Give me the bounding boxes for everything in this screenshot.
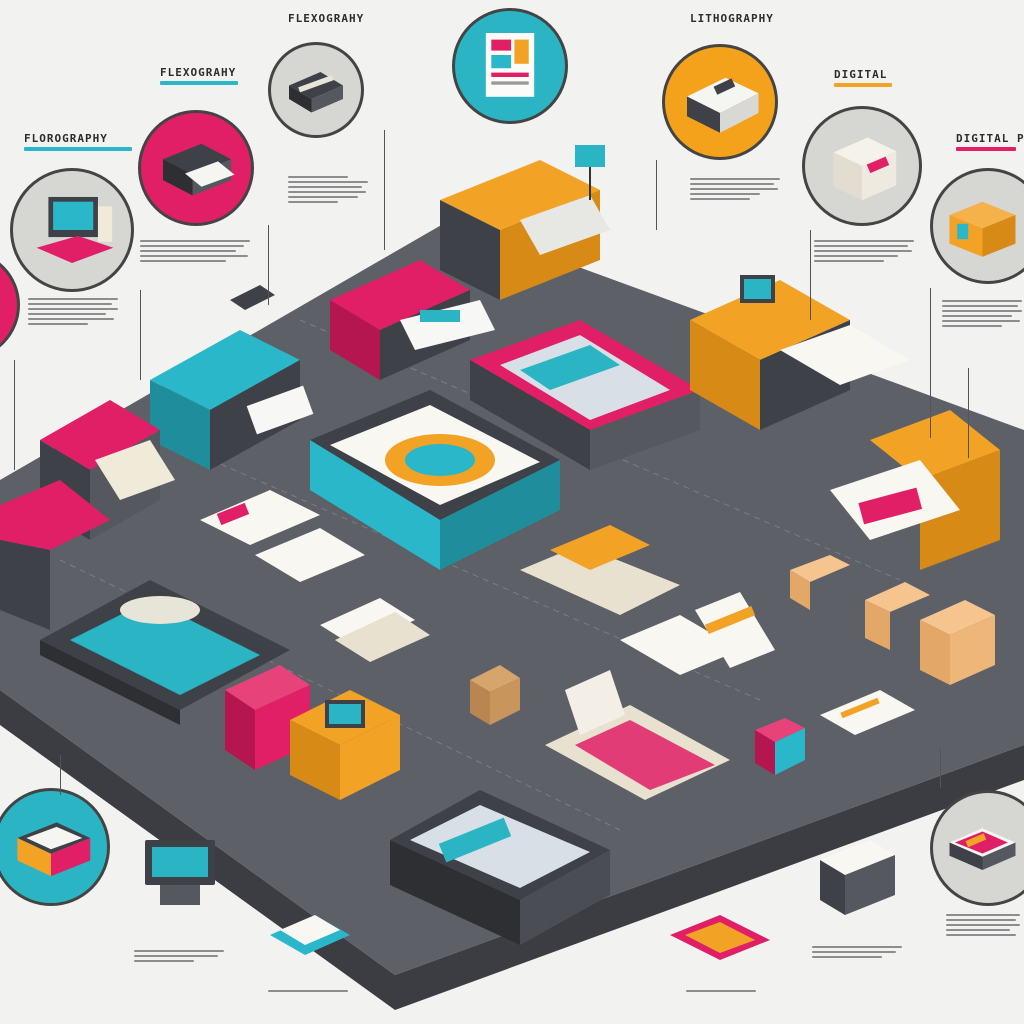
roller-press-front (40, 580, 290, 725)
callout-packaging (930, 168, 1024, 284)
label-flexography-left: FLEXOGRAHY (160, 66, 238, 85)
text-block (134, 950, 224, 965)
label-text: FLEXOGRAHY (160, 66, 237, 79)
text-block (686, 990, 756, 995)
cardboard-boxes (470, 555, 995, 725)
digital-press-right (830, 410, 1000, 570)
text-block (690, 178, 780, 203)
central-press (310, 390, 560, 570)
leader-line (140, 290, 141, 380)
computer-terminal-icon (36, 196, 114, 264)
label-flexography-top: FLEXOGRAHY (288, 12, 364, 25)
packaging-icon (949, 201, 1016, 257)
label-text: FLOROGRAPHY (24, 132, 108, 145)
text-block (268, 990, 348, 995)
front-items (145, 690, 915, 960)
callout-box (802, 106, 922, 226)
orange-terminal (290, 690, 400, 800)
label-text: FLEXOGRAHY (288, 12, 365, 25)
text-block (814, 240, 914, 265)
text-block (140, 240, 250, 265)
label-digital-print: DIGITAL PRI (956, 132, 1024, 151)
print-sheet-icon (485, 33, 535, 97)
litho-press-center (470, 320, 700, 470)
callout-magazine-stack (930, 790, 1024, 906)
magazine-stack-icon (949, 828, 1016, 870)
sheet-tables (200, 490, 775, 675)
leader-line (384, 130, 385, 250)
leader-line (14, 360, 15, 470)
leader-line (968, 368, 969, 458)
leader-line (656, 160, 657, 230)
text-block (812, 946, 902, 961)
label-text: DIGITAL (834, 68, 888, 81)
callout-printer (138, 110, 254, 226)
label-underline (834, 83, 892, 87)
label-digital: DIGITAL (834, 68, 892, 87)
callout-print-sheet (452, 8, 568, 124)
label-underline (956, 147, 1016, 151)
callout-offset-press (662, 44, 778, 160)
leader-line (940, 748, 941, 788)
digital-press-icon (17, 822, 91, 877)
front-digital-press (390, 790, 610, 945)
text-block (942, 300, 1022, 330)
leader-line (930, 288, 931, 438)
leader-line (810, 230, 811, 320)
leader-line (60, 755, 61, 795)
flexo-press-left (150, 285, 314, 470)
print-table-front (545, 670, 730, 800)
text-block (288, 176, 368, 206)
flexo-press-icon (289, 72, 343, 113)
box-icon (833, 137, 897, 201)
label-flexography-far-left: FLOROGRAPHY (24, 132, 132, 151)
callout-flexo-press (268, 42, 364, 138)
flexo-press-back (330, 260, 495, 380)
callout-computer-terminal (10, 168, 134, 292)
offset-press-icon (687, 77, 759, 133)
callout-digital-press (0, 788, 110, 906)
text-block (946, 914, 1020, 939)
flexo-press-far-left (0, 400, 175, 630)
label-underline (24, 147, 132, 151)
leader-line (268, 225, 269, 305)
label-text: LITHOGRAPHY (690, 12, 774, 25)
litho-press-back (440, 145, 610, 300)
label-text: DIGITAL PRI (956, 132, 1024, 145)
label-underline (160, 81, 238, 85)
text-block (28, 298, 118, 328)
label-lithography: LITHOGRAPHY (690, 12, 774, 25)
printer-icon (163, 143, 235, 196)
